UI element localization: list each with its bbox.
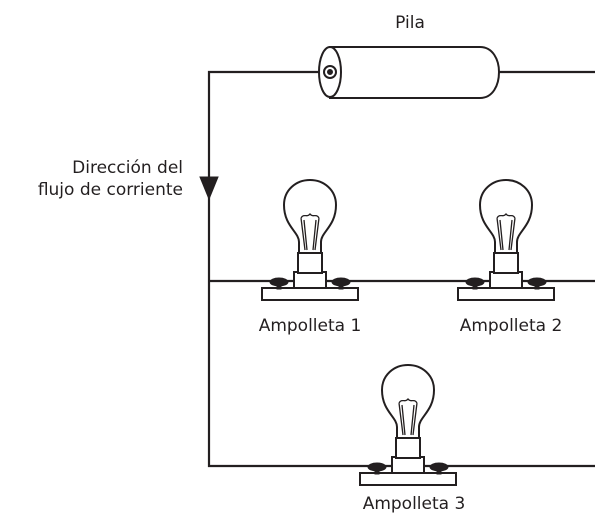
battery-label: Pila — [395, 13, 425, 33]
battery-icon — [318, 46, 501, 99]
current-direction-label-line2: flujo de corriente — [38, 180, 183, 200]
current-direction-label-line1: Dirección del — [72, 158, 183, 178]
bulb-1-icon — [261, 179, 359, 301]
current-direction-arrow — [199, 176, 219, 201]
bulb-3-icon — [359, 364, 457, 486]
bulb-2-icon — [457, 179, 555, 301]
bulb-3-label: Ampolleta 3 — [363, 494, 466, 514]
bulb-1-label: Ampolleta 1 — [259, 316, 362, 336]
bulb-2-label: Ampolleta 2 — [460, 316, 563, 336]
